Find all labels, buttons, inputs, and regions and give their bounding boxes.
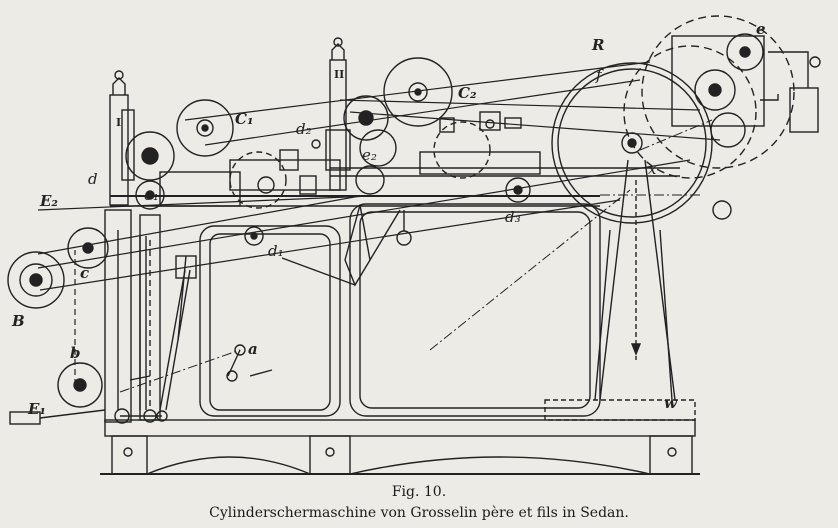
roller-e1 — [135, 180, 165, 210]
label-R: R — [591, 36, 604, 54]
label-w: w — [664, 394, 678, 412]
label-E2: E₂ — [39, 192, 58, 210]
column-I — [109, 70, 135, 206]
label-e: e — [756, 20, 766, 38]
label-x: x — [648, 160, 657, 178]
label-E1: E₁ — [27, 400, 46, 418]
right-stand — [544, 159, 696, 421]
dashdot-lines — [119, 119, 713, 393]
roller-B — [7, 251, 65, 309]
label-b: b — [70, 344, 81, 362]
label-f: f — [595, 66, 604, 84]
roller-d1 — [244, 226, 264, 246]
label-d1: d₁ — [268, 242, 284, 260]
column-II — [325, 37, 351, 191]
label-e2: e₂ — [362, 146, 377, 164]
label-B: B — [11, 312, 25, 330]
machine-bed — [110, 151, 680, 207]
label-roman-II: II — [334, 68, 344, 81]
roller-I — [125, 131, 175, 181]
roller-e2 — [355, 165, 385, 195]
linkages — [9, 204, 412, 425]
roller-brush — [229, 121, 491, 209]
label-d3: d₃ — [505, 208, 521, 226]
left-uprights — [104, 209, 161, 423]
label-C1: C₁ — [235, 110, 254, 128]
label-roman-I: I — [116, 116, 121, 129]
machine-drawing: I II R f e x C₁ C₂ d d₁ d₂ d₃ e₁ e₂ E₁ E… — [7, 15, 821, 475]
roller-d3 — [505, 177, 531, 203]
circle-f — [623, 15, 821, 220]
roller-c — [67, 227, 109, 269]
label-d: d — [88, 170, 98, 188]
figure-caption: Cylinderschermaschine von Grosselin père… — [209, 505, 629, 521]
roller-b — [57, 362, 103, 408]
label-c: c — [80, 264, 89, 282]
diagram-labels: I II R f e x C₁ C₂ d d₁ d₂ d₃ e₁ e₂ E₁ E… — [11, 20, 766, 418]
cylinder-C2 — [383, 57, 453, 127]
label-e1: e₁ — [144, 186, 159, 204]
roller-II — [343, 95, 397, 167]
label-d2: d₂ — [296, 120, 312, 138]
cylinder-C1 — [176, 99, 234, 157]
wheel-R — [551, 62, 713, 224]
figure-number: Fig. 10. — [391, 484, 447, 500]
machine-base — [100, 419, 700, 475]
label-C2: C₂ — [458, 84, 477, 102]
label-a: a — [248, 340, 258, 358]
middle-frame — [199, 203, 601, 417]
small-fittings — [175, 111, 522, 279]
